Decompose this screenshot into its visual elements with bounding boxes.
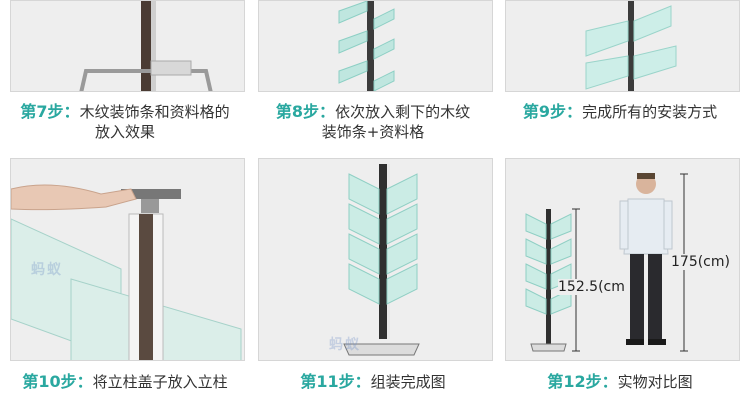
step7-illustration xyxy=(79,1,213,91)
person-height-label: 175(cm) xyxy=(671,254,730,270)
step10-photo: 蚂蚁 xyxy=(10,158,245,361)
step11-illustration xyxy=(343,164,420,356)
step10-illustration xyxy=(11,184,242,360)
step11-text-line1: 组装完成图 xyxy=(370,373,446,391)
step8-text-line2: 装饰条+资料格 xyxy=(321,123,425,141)
watermark-step11: 蚂蚁 xyxy=(329,337,361,353)
step8-label: 第8步： xyxy=(275,102,336,121)
watermark-step10: 蚂蚁 xyxy=(31,262,63,278)
step8-photo xyxy=(258,0,493,92)
step9-photo xyxy=(505,0,740,92)
step7-caption: 第7步：木纹装饰条和资料格的 放入效果 xyxy=(5,102,245,142)
step9-label: 第9步： xyxy=(522,102,583,121)
step12-text-line1: 实物对比图 xyxy=(617,373,693,391)
step8-illustration xyxy=(338,1,395,91)
rack-height-label: 152.5(cm xyxy=(558,279,625,295)
step9-text-line1: 完成所有的安装方式 xyxy=(582,103,718,121)
step7-label: 第7步： xyxy=(20,102,80,121)
step11-photo: 蚂蚁 xyxy=(258,158,493,361)
step9-illustration xyxy=(585,1,677,91)
step8-text-line1: 依次放入剩下的木纹 xyxy=(335,103,471,121)
step10-text-line1: 将立柱盖子放入立柱 xyxy=(92,373,228,391)
step7-photo xyxy=(10,0,245,92)
step11-label: 第11步： xyxy=(300,372,371,391)
step11-caption: 第11步：组装完成图 xyxy=(253,372,493,392)
step8-caption: 第8步：依次放入剩下的木纹 装饰条+资料格 xyxy=(253,102,493,142)
step7-text-line2: 放入效果 xyxy=(94,123,155,141)
step10-label: 第10步： xyxy=(22,372,93,391)
step7-text-line1: 木纹装饰条和资料格的 xyxy=(79,103,230,121)
step12-caption: 第12步：实物对比图 xyxy=(500,372,740,392)
step10-caption: 第10步：将立柱盖子放入立柱 xyxy=(5,372,245,392)
step9-caption: 第9步：完成所有的安装方式 xyxy=(500,102,740,122)
step12-photo: 152.5(cm 175(cm) xyxy=(505,158,740,361)
step12-label: 第12步： xyxy=(547,372,618,391)
step12-illustration xyxy=(525,173,688,352)
